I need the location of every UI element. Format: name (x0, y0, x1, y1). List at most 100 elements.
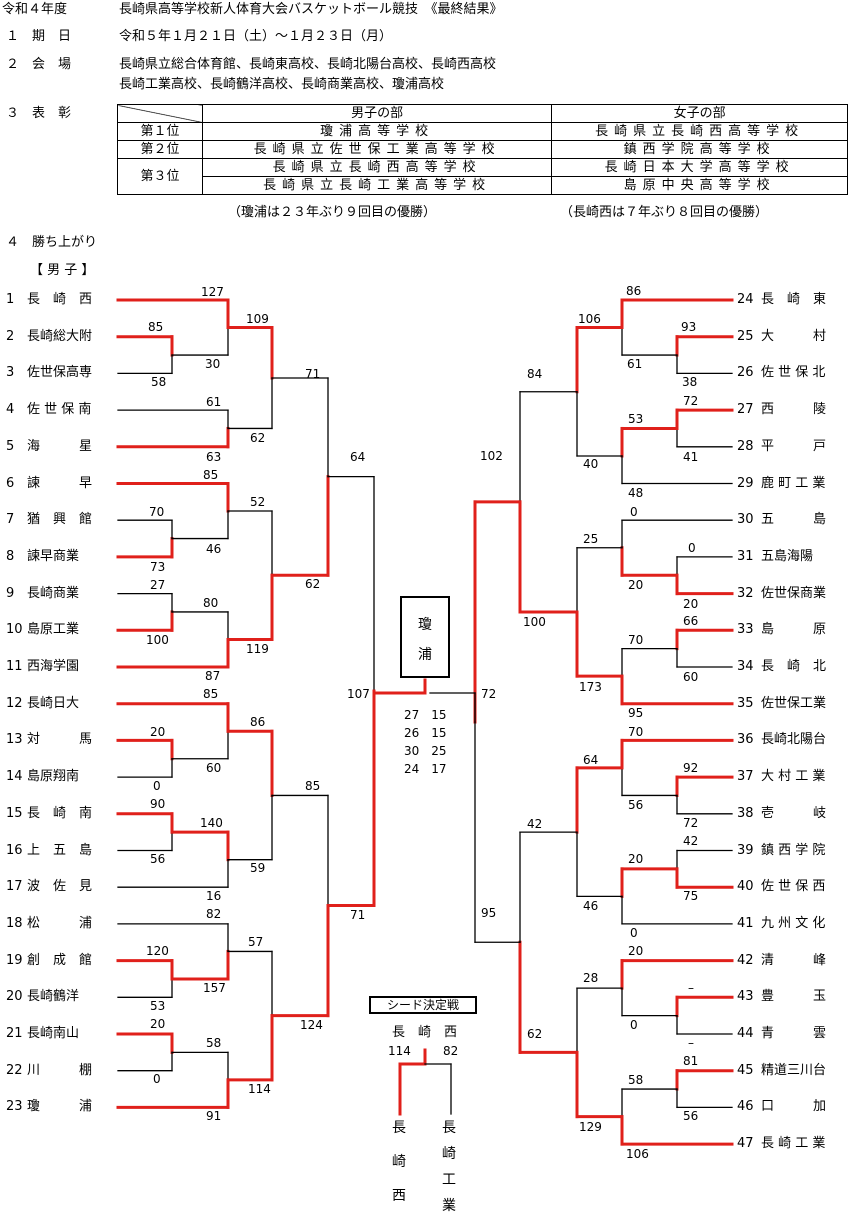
score: 71 (305, 367, 321, 381)
score: 0 (630, 926, 638, 940)
team-name: 九 州 文 化 (761, 916, 826, 931)
team-name: 長 崎 南 (27, 806, 93, 821)
team-number: 10 (6, 622, 23, 637)
score: 20 (628, 944, 644, 958)
team-number: 23 (6, 1099, 23, 1114)
seed-match-title: シード決定戦 (369, 996, 477, 1014)
team-name: 西 陵 (761, 402, 827, 417)
team-number: 16 (6, 843, 23, 858)
team-number: 40 (737, 879, 754, 894)
score: 64 (350, 450, 366, 464)
team-number: 8 (6, 549, 15, 564)
team-name: 上 五 島 (27, 843, 93, 858)
rank-2: 第２位 (117, 140, 203, 159)
table-corner (117, 104, 203, 123)
score: 62 (305, 577, 321, 591)
boys-section-label: 【 男 子 】 (30, 263, 95, 278)
score: 72 (683, 394, 699, 408)
team-name: 口 加 (761, 1099, 827, 1114)
team-number: 34 (737, 659, 754, 674)
score: 0 (630, 505, 638, 519)
score: 92 (683, 761, 699, 775)
team-number: 15 (6, 806, 23, 821)
seed-score-left: 114 (388, 1044, 411, 1058)
team-number: 3 (6, 365, 15, 380)
team-number: 29 (737, 476, 754, 491)
team-name: 長 崎 工 業 (761, 1136, 826, 1151)
seed-winner: 長 崎 西 (392, 1025, 458, 1040)
score: 75 (683, 889, 699, 903)
team-name: 川 棚 (27, 1063, 93, 1078)
team-name: 長崎南山 (27, 1026, 80, 1041)
team-number: 43 (737, 989, 754, 1004)
boys-rank-3a: 長崎県立長崎西高等学校 (201, 158, 553, 177)
team-name: 波 佐 見 (27, 879, 93, 894)
score: 63 (206, 450, 222, 464)
seed-team-right-char: 業 (442, 1198, 456, 1214)
score: 73 (150, 560, 166, 574)
team-number: 7 (6, 512, 15, 527)
seed-team-left-char: 長 (392, 1120, 406, 1136)
team-number: 39 (737, 843, 754, 858)
team-name: 創 成 館 (27, 953, 93, 968)
score: 86 (250, 715, 266, 729)
report-year: 令和４年度 (2, 2, 68, 17)
score: 46 (206, 542, 222, 556)
team-name: 島原翔南 (27, 769, 80, 784)
team-number: 2 (6, 329, 15, 344)
team-number: 24 (737, 292, 754, 307)
team-name: 佐 世 保 南 (27, 402, 92, 417)
score: 42 (527, 817, 543, 831)
score: 53 (628, 412, 644, 426)
team-number: 4 (6, 402, 15, 417)
score: 93 (681, 320, 697, 334)
score: 56 (150, 852, 166, 866)
score: 70 (628, 725, 644, 739)
score: 72 (481, 687, 497, 701)
team-number: 1 (6, 292, 15, 307)
score: 85 (305, 779, 321, 793)
team-name: 佐 世 保 西 (761, 879, 826, 894)
score: 38 (682, 375, 698, 389)
score: 60 (206, 761, 222, 775)
score: 58 (206, 1036, 222, 1050)
seed-score-right: 82 (443, 1044, 459, 1058)
team-name: 瓊 浦 (27, 1099, 93, 1114)
team-name: 清 峰 (761, 953, 827, 968)
team-name: 長 崎 北 (761, 659, 827, 674)
team-number: 12 (6, 696, 23, 711)
team-name: 鎮 西 学 院 (761, 843, 826, 858)
score: 127 (201, 285, 224, 299)
seed-team-right-char: 工 (442, 1172, 456, 1188)
team-number: 14 (6, 769, 23, 784)
champion-box: 瓊 浦 (400, 596, 450, 678)
score: 42 (683, 834, 699, 848)
score: – (688, 981, 694, 995)
score: 20 (628, 578, 644, 592)
score: 91 (206, 1109, 222, 1123)
score: 60 (683, 670, 699, 684)
score: 173 (579, 680, 602, 694)
period-value: 令和５年１月２１日（土）～１月２３日（月） (119, 29, 393, 44)
team-number: 46 (737, 1099, 754, 1114)
score: 95 (481, 906, 497, 920)
team-name: 青 雲 (761, 1026, 827, 1041)
team-number: 6 (6, 476, 15, 491)
score: 64 (583, 753, 599, 767)
score: 120 (146, 944, 169, 958)
team-name: 大 村 工 業 (761, 769, 826, 784)
team-name: 猶 興 館 (27, 512, 93, 527)
score: 41 (683, 450, 699, 464)
team-name: 松 浦 (27, 916, 93, 931)
team-name: 佐世保高専 (27, 365, 93, 380)
score: 20 (150, 1017, 166, 1031)
team-name: 西海学園 (27, 659, 80, 674)
score: 62 (250, 431, 266, 445)
score: 0 (153, 779, 161, 793)
team-name: 五 島 (761, 512, 827, 527)
final-quarter-3: 30 25 (404, 744, 447, 758)
team-number: 36 (737, 732, 754, 747)
team-name: 諫早商業 (27, 549, 80, 564)
seed-team-right-char: 崎 (442, 1146, 456, 1162)
